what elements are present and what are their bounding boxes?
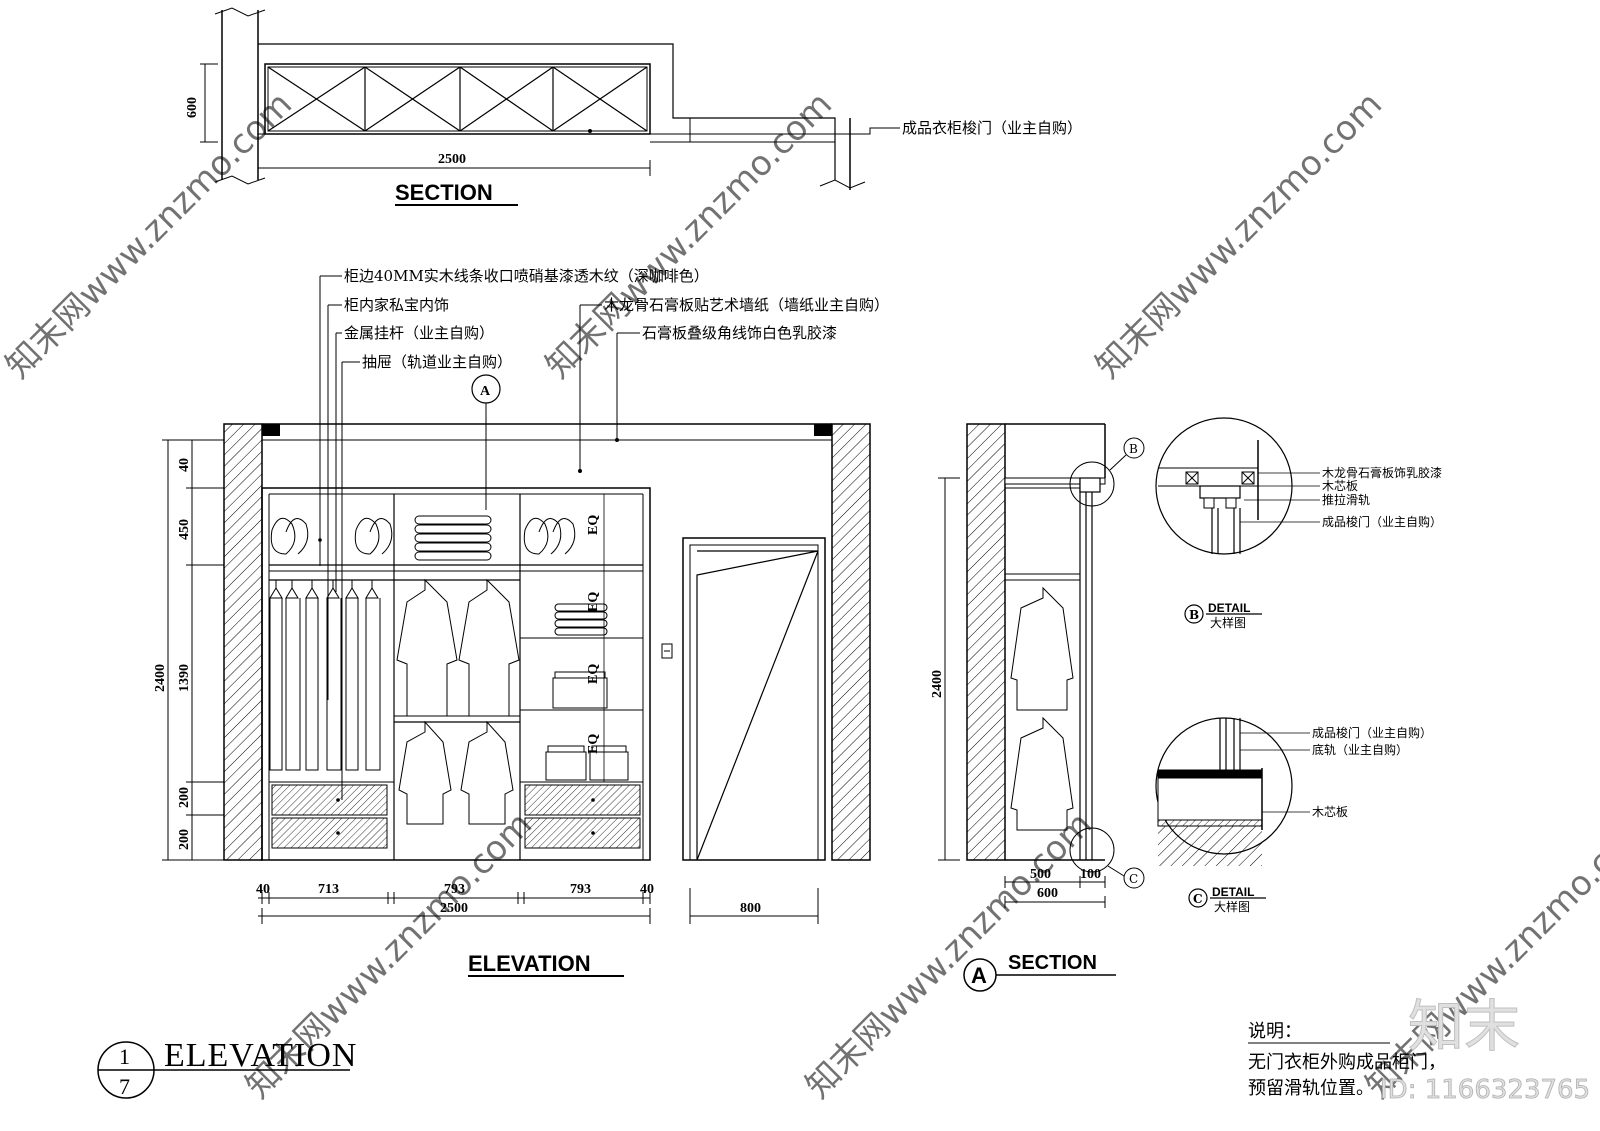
section-a-height-dim: 2400 [930,670,945,698]
section-a-marker: A [971,963,987,988]
top-section: 600 2500 成品衣柜梭门（业主自购） SECTION [185,7,1082,206]
elevation-title: ELEVATION [468,951,591,976]
detail-c-title: DETAIL [1212,885,1254,899]
detail-b-marker: B [1189,608,1199,622]
watermark-site-3: 知末网www.znzmo.com [1088,84,1390,386]
top-section-callout: 成品衣柜梭门（业主自购） [902,119,1082,137]
callout-cabinet-edge: 柜边40MM实木线条收口喷硝基漆透木纹（深咖啡色） [344,267,709,285]
section-a-total-depth: 600 [1037,886,1058,901]
top-section-width-dim: 2500 [438,152,466,167]
elev-width-dim-40a: 40 [256,882,270,897]
detail-c-marker: C [1193,892,1203,906]
elev-total-width: 2500 [440,901,468,916]
callout-drawer: 抽屉（轨道业主自购） [362,353,512,371]
drawing-title-block: 1 7 ELEVATION [97,1037,357,1099]
detail-c-label-2: 底轨（业主自购） [1312,742,1408,757]
detail-b: 木龙骨石膏板饰乳胶漆 木芯板 推拉滑轨 成品梭门（业主自购） B DETAIL … [1155,417,1442,630]
eq-label-4: EQ [586,734,601,754]
elev-height-dim-200b: 200 [177,829,192,850]
notes-line-2: 预留滑轨位置。 [1248,1078,1374,1099]
eq-label-3: EQ [586,664,601,684]
callout-gypsum-molding: 石膏板叠级角线饰白色乳胶漆 [642,324,837,342]
notes-line-1: 无门衣柜外购成品柜门， [1248,1052,1446,1073]
watermark-id: ID: 1166323765 [1380,1075,1590,1105]
elev-width-dim-793a: 793 [444,882,465,897]
elev-total-height: 2400 [153,664,168,692]
detail-c: 成品梭门（业主自购） 底轨（业主自购） 木芯板 C DETAIL 大样图 [1155,717,1432,914]
detail-c-label-1: 成品梭门（业主自购） [1312,725,1432,740]
callout-hanging-rod: 金属挂杆（业主自购） [344,324,494,342]
section-a-detail-b-marker: B [1129,442,1138,456]
elev-door-width: 800 [740,901,761,916]
top-section-title: SECTION [395,180,493,205]
elev-width-dim-793b: 793 [570,882,591,897]
detail-b-label-3: 推拉滑轨 [1322,492,1370,507]
callout-wallpaper: 木龙骨石膏板贴艺术墙纸（墙纸业主自购） [604,296,889,314]
eq-label-2: EQ [586,592,601,612]
callout-cabinet-interior: 柜内家私宝内饰 [344,296,449,314]
notes-block: 说明： 无门衣柜外购成品柜门， 预留滑轨位置。 [1248,1021,1446,1099]
watermark-site-6: 知末网www.znzmo.com [1358,804,1600,1106]
section-a-depth-dim-500: 500 [1030,867,1051,882]
watermark-logo: 知末 [1408,995,1520,1060]
detail-c-label-3: 木芯板 [1312,805,1348,819]
elev-height-dim-200a: 200 [177,787,192,808]
top-section-height-dim: 600 [185,97,200,118]
detail-b-label-2: 木芯板 [1322,479,1358,493]
eq-label-1: EQ [586,515,601,535]
elev-height-dim-40: 40 [177,458,192,472]
drawing-number: 1 [119,1044,130,1069]
notes-heading: 说明： [1248,1021,1302,1042]
detail-b-label-1: 木龙骨石膏板饰乳胶漆 [1322,465,1442,480]
detail-b-label-4: 成品梭门（业主自购） [1322,514,1442,529]
detail-c-subtitle: 大样图 [1214,899,1250,914]
detail-b-subtitle: 大样图 [1210,615,1246,630]
section-a-view: B C 2400 500 100 600 A SECTION [930,423,1145,992]
elevation-section-marker: A [480,384,491,399]
elev-height-dim-1390: 1390 [177,664,192,692]
elevation-view: EQ EQ EQ EQ A 柜边40 [153,267,889,977]
section-a-title: SECTION [1008,952,1097,974]
drawing-sheet: 7 [119,1074,130,1099]
section-a-depth-dim-100: 100 [1080,867,1101,882]
elev-height-dim-450: 450 [177,519,192,540]
elev-width-dim-40b: 40 [640,882,654,897]
watermark-site-1: 知末网www.znzmo.com [0,84,300,386]
detail-b-title: DETAIL [1208,601,1250,615]
elev-width-dim-713: 713 [318,882,339,897]
drawing-title-text: ELEVATION [164,1037,357,1074]
section-a-detail-c-marker: C [1129,872,1138,886]
